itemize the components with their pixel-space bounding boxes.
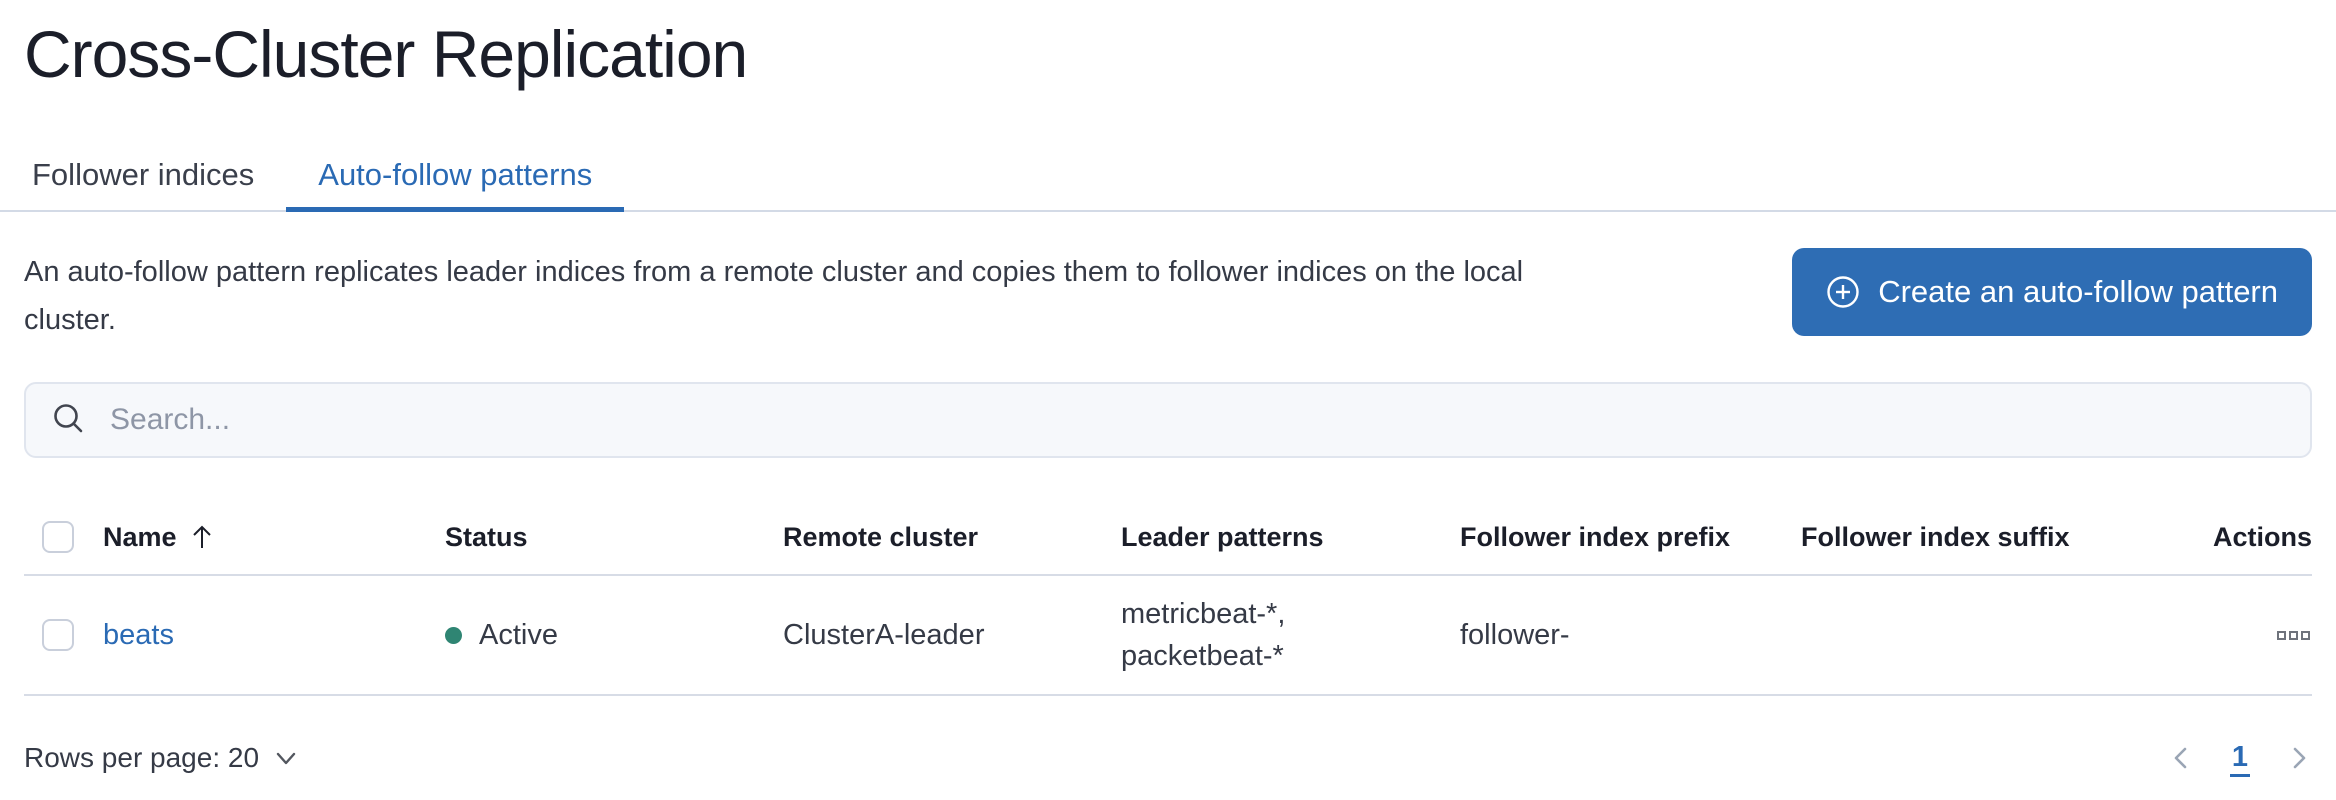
row-actions-button[interactable] [2275,625,2312,646]
intro-row: An auto-follow pattern replicates leader… [24,248,2312,344]
main-content: An auto-follow pattern replicates leader… [0,248,2336,780]
cell-name: beats [103,619,445,652]
tab-label: Auto-follow patterns [318,157,593,192]
row-checkbox-cell [24,619,103,651]
table-footer: Rows per page: 20 1 [24,736,2312,780]
page-description: An auto-follow pattern replicates leader… [24,256,1524,336]
column-header-follower-index-suffix: Follower index suffix [1801,521,2070,552]
table-row: beats Active ClusterA-leader metricbeat-… [24,576,2312,696]
page-header: Cross-Cluster Replication [0,0,2336,94]
search-input[interactable] [110,403,2286,437]
next-page-button[interactable] [2286,741,2312,775]
search-icon [54,404,83,433]
row-checkbox[interactable] [42,619,74,651]
tab-follower-indices[interactable]: Follower indices [0,140,286,210]
tab-label: Follower indices [32,157,255,192]
column-header-actions: Actions [2212,521,2312,552]
select-all-checkbox[interactable] [42,521,74,553]
page-number-button[interactable]: 1 [2229,740,2250,777]
column-header-leader-patterns: Leader patterns [1121,521,1324,552]
status-label: Active [479,618,558,651]
cell-leader-patterns: metricbeat-*, packetbeat-* [1121,593,1460,677]
cell-follower-index-prefix: follower- [1460,618,1570,651]
column-header-follower-index-prefix: Follower index prefix [1460,521,1731,552]
chevron-left-icon [2174,747,2187,769]
chevron-right-icon [2293,747,2306,769]
pattern-name-link[interactable]: beats [103,618,174,651]
sort-ascending-icon [192,525,211,548]
create-button-label: Create an auto-follow pattern [1878,274,2278,309]
column-header-label: Name [103,521,177,552]
tab-bar: Follower indices Auto-follow patterns [0,140,2336,212]
tab-auto-follow-patterns[interactable]: Auto-follow patterns [286,140,625,212]
create-auto-follow-pattern-button[interactable]: Create an auto-follow pattern [1792,248,2312,336]
auto-follow-patterns-table: Name Status Remote cluster Leader patter… [24,500,2312,696]
leader-patterns-value: metricbeat-*, packetbeat-* [1121,598,1286,672]
cell-remote-cluster: ClusterA-leader [783,618,985,651]
pagination: 1 [2168,740,2312,777]
search-bar [24,382,2312,458]
rows-per-page-button[interactable]: Rows per page: 20 [24,742,299,774]
plus-in-circle-icon [1827,276,1859,308]
column-header-remote-cluster: Remote cluster [783,521,979,552]
boxes-horizontal-icon [2289,630,2298,640]
column-header-name[interactable]: Name [103,522,445,553]
boxes-horizontal-icon [2301,630,2310,640]
status-active-dot-icon [445,626,462,644]
cell-actions [2182,625,2312,646]
rows-per-page-label: Rows per page: 20 [24,742,260,773]
boxes-horizontal-icon [2277,630,2286,640]
previous-page-button[interactable] [2168,741,2194,775]
header-checkbox-cell [24,521,103,553]
table-header-row: Name Status Remote cluster Leader patter… [24,500,2312,576]
chevron-down-icon [276,752,296,765]
column-header-status: Status [445,521,528,552]
page-title: Cross-Cluster Replication [24,17,748,91]
cell-status: Active [445,619,783,652]
